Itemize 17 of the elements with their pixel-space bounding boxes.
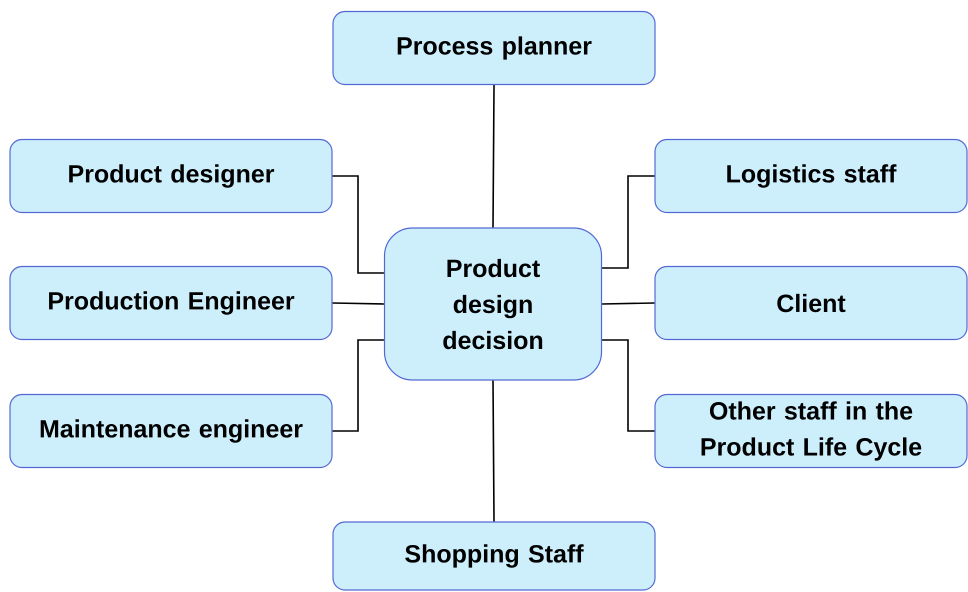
connector-line [332,302,384,305]
connector-line [332,175,384,274]
connector-line [602,339,654,432]
connector-line [602,175,654,269]
process-box: Product designer [9,138,333,214]
process-box: Other staff in the Product Life Cycle [654,394,968,468]
process-box: Maintenance engineer [9,394,333,468]
process-box: Product design decision [384,227,602,381]
process-box: Process planner [332,10,656,86]
process-box: Client [654,266,968,340]
process-box: Shopping Staff [332,521,656,591]
connector-line [332,339,384,432]
connector-line [492,85,495,228]
process-box: Logistics staff [654,138,968,214]
process-box: Production Engineer [9,266,333,340]
connector-line [492,380,495,522]
connector-line [602,302,654,305]
